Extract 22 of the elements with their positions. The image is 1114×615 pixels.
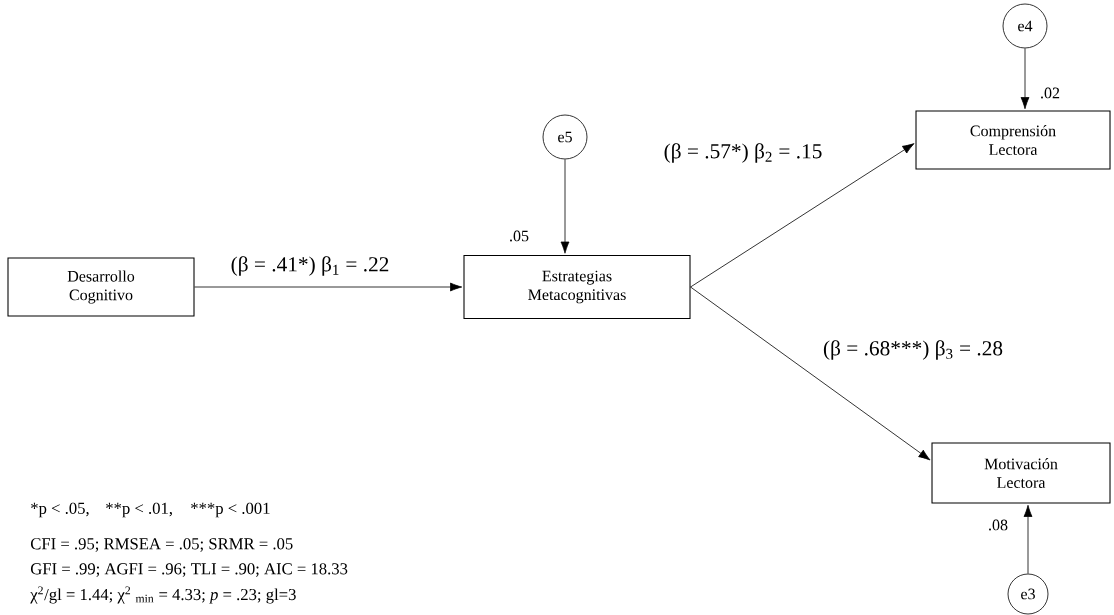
path-arrow <box>690 143 915 288</box>
path-arrow <box>690 286 931 461</box>
fit-note: χ$^{2}$/gl = 1.44; χ$^{2}$ $_{min}$ = 4.33; p = .23; gl=3 <box>30 586 296 604</box>
fit-note: *p < .05, <box>31 502 89 518</box>
variable-box: Comprensión Lectora <box>915 110 1111 170</box>
path-arrow <box>1023 504 1033 574</box>
edge-label: (β = .68***) β$_{3}$ = .28 <box>821 338 1005 362</box>
path-arrow <box>1020 48 1030 110</box>
fit-note: GFI = .99; AGFI = .96; TLI = .90; AIC = 18.33 <box>30 563 348 577</box>
edge-label: (β = .41*) β$_{1}$ = .22 <box>229 254 391 278</box>
fit-note: **p < .01, <box>106 502 172 518</box>
edge-label: (β = .57*) β$_{2}$ = .15 <box>662 141 824 165</box>
fit-note: CFI = .95; RMSEA = .05; SRMR = .05 <box>30 538 293 552</box>
path-arrow <box>560 159 570 254</box>
path-arrow <box>194 282 463 292</box>
variable-box: Estrategias Metacognitivas <box>463 254 691 320</box>
edge-label: .02 <box>1038 86 1062 100</box>
variable-box: Motivación Lectora <box>931 442 1111 504</box>
edge-label: .08 <box>986 518 1010 532</box>
variable-box: Desarrollo Cognitivo <box>7 257 195 317</box>
fit-note: ***p < .001 <box>191 502 270 518</box>
edge-label: .05 <box>507 229 531 243</box>
